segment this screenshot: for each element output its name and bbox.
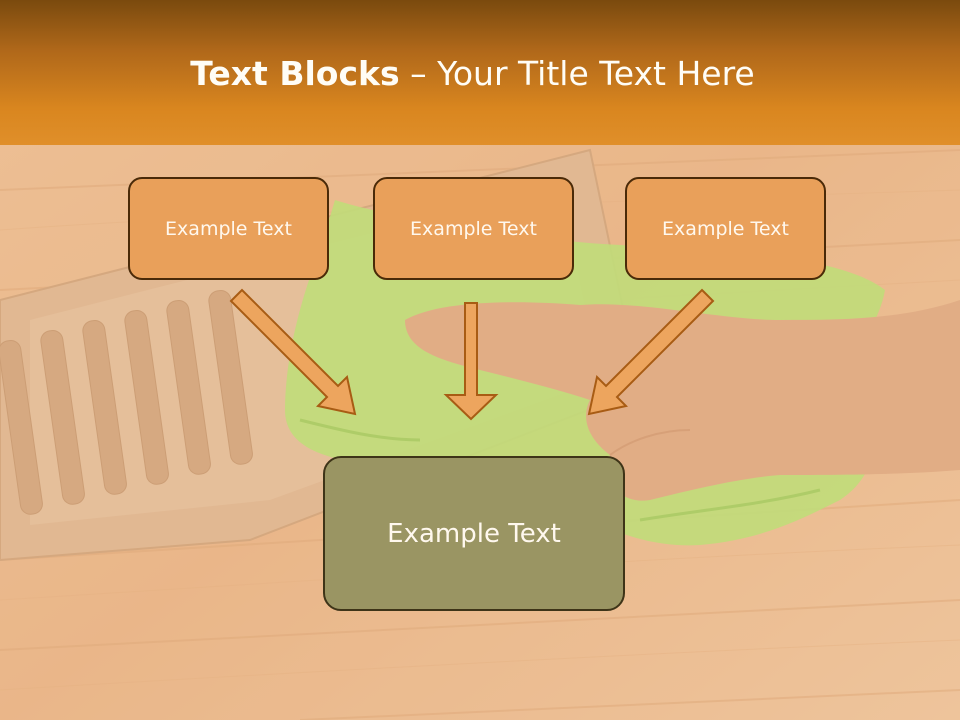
text-block-1: Example Text: [128, 177, 329, 280]
title-rest: – Your Title Text Here: [399, 54, 755, 93]
title-bold: Text Blocks: [190, 54, 400, 93]
text-block-3: Example Text: [625, 177, 826, 280]
text-block-2-label: Example Text: [410, 217, 537, 240]
text-block-1-label: Example Text: [165, 217, 292, 240]
text-block-2: Example Text: [373, 177, 574, 280]
header-band: [0, 0, 960, 145]
main-text-block-label: Example Text: [387, 518, 561, 549]
slide-title: Text Blocks – Your Title Text Here: [0, 52, 945, 96]
main-text-block: Example Text: [323, 456, 625, 611]
text-block-3-label: Example Text: [662, 217, 789, 240]
